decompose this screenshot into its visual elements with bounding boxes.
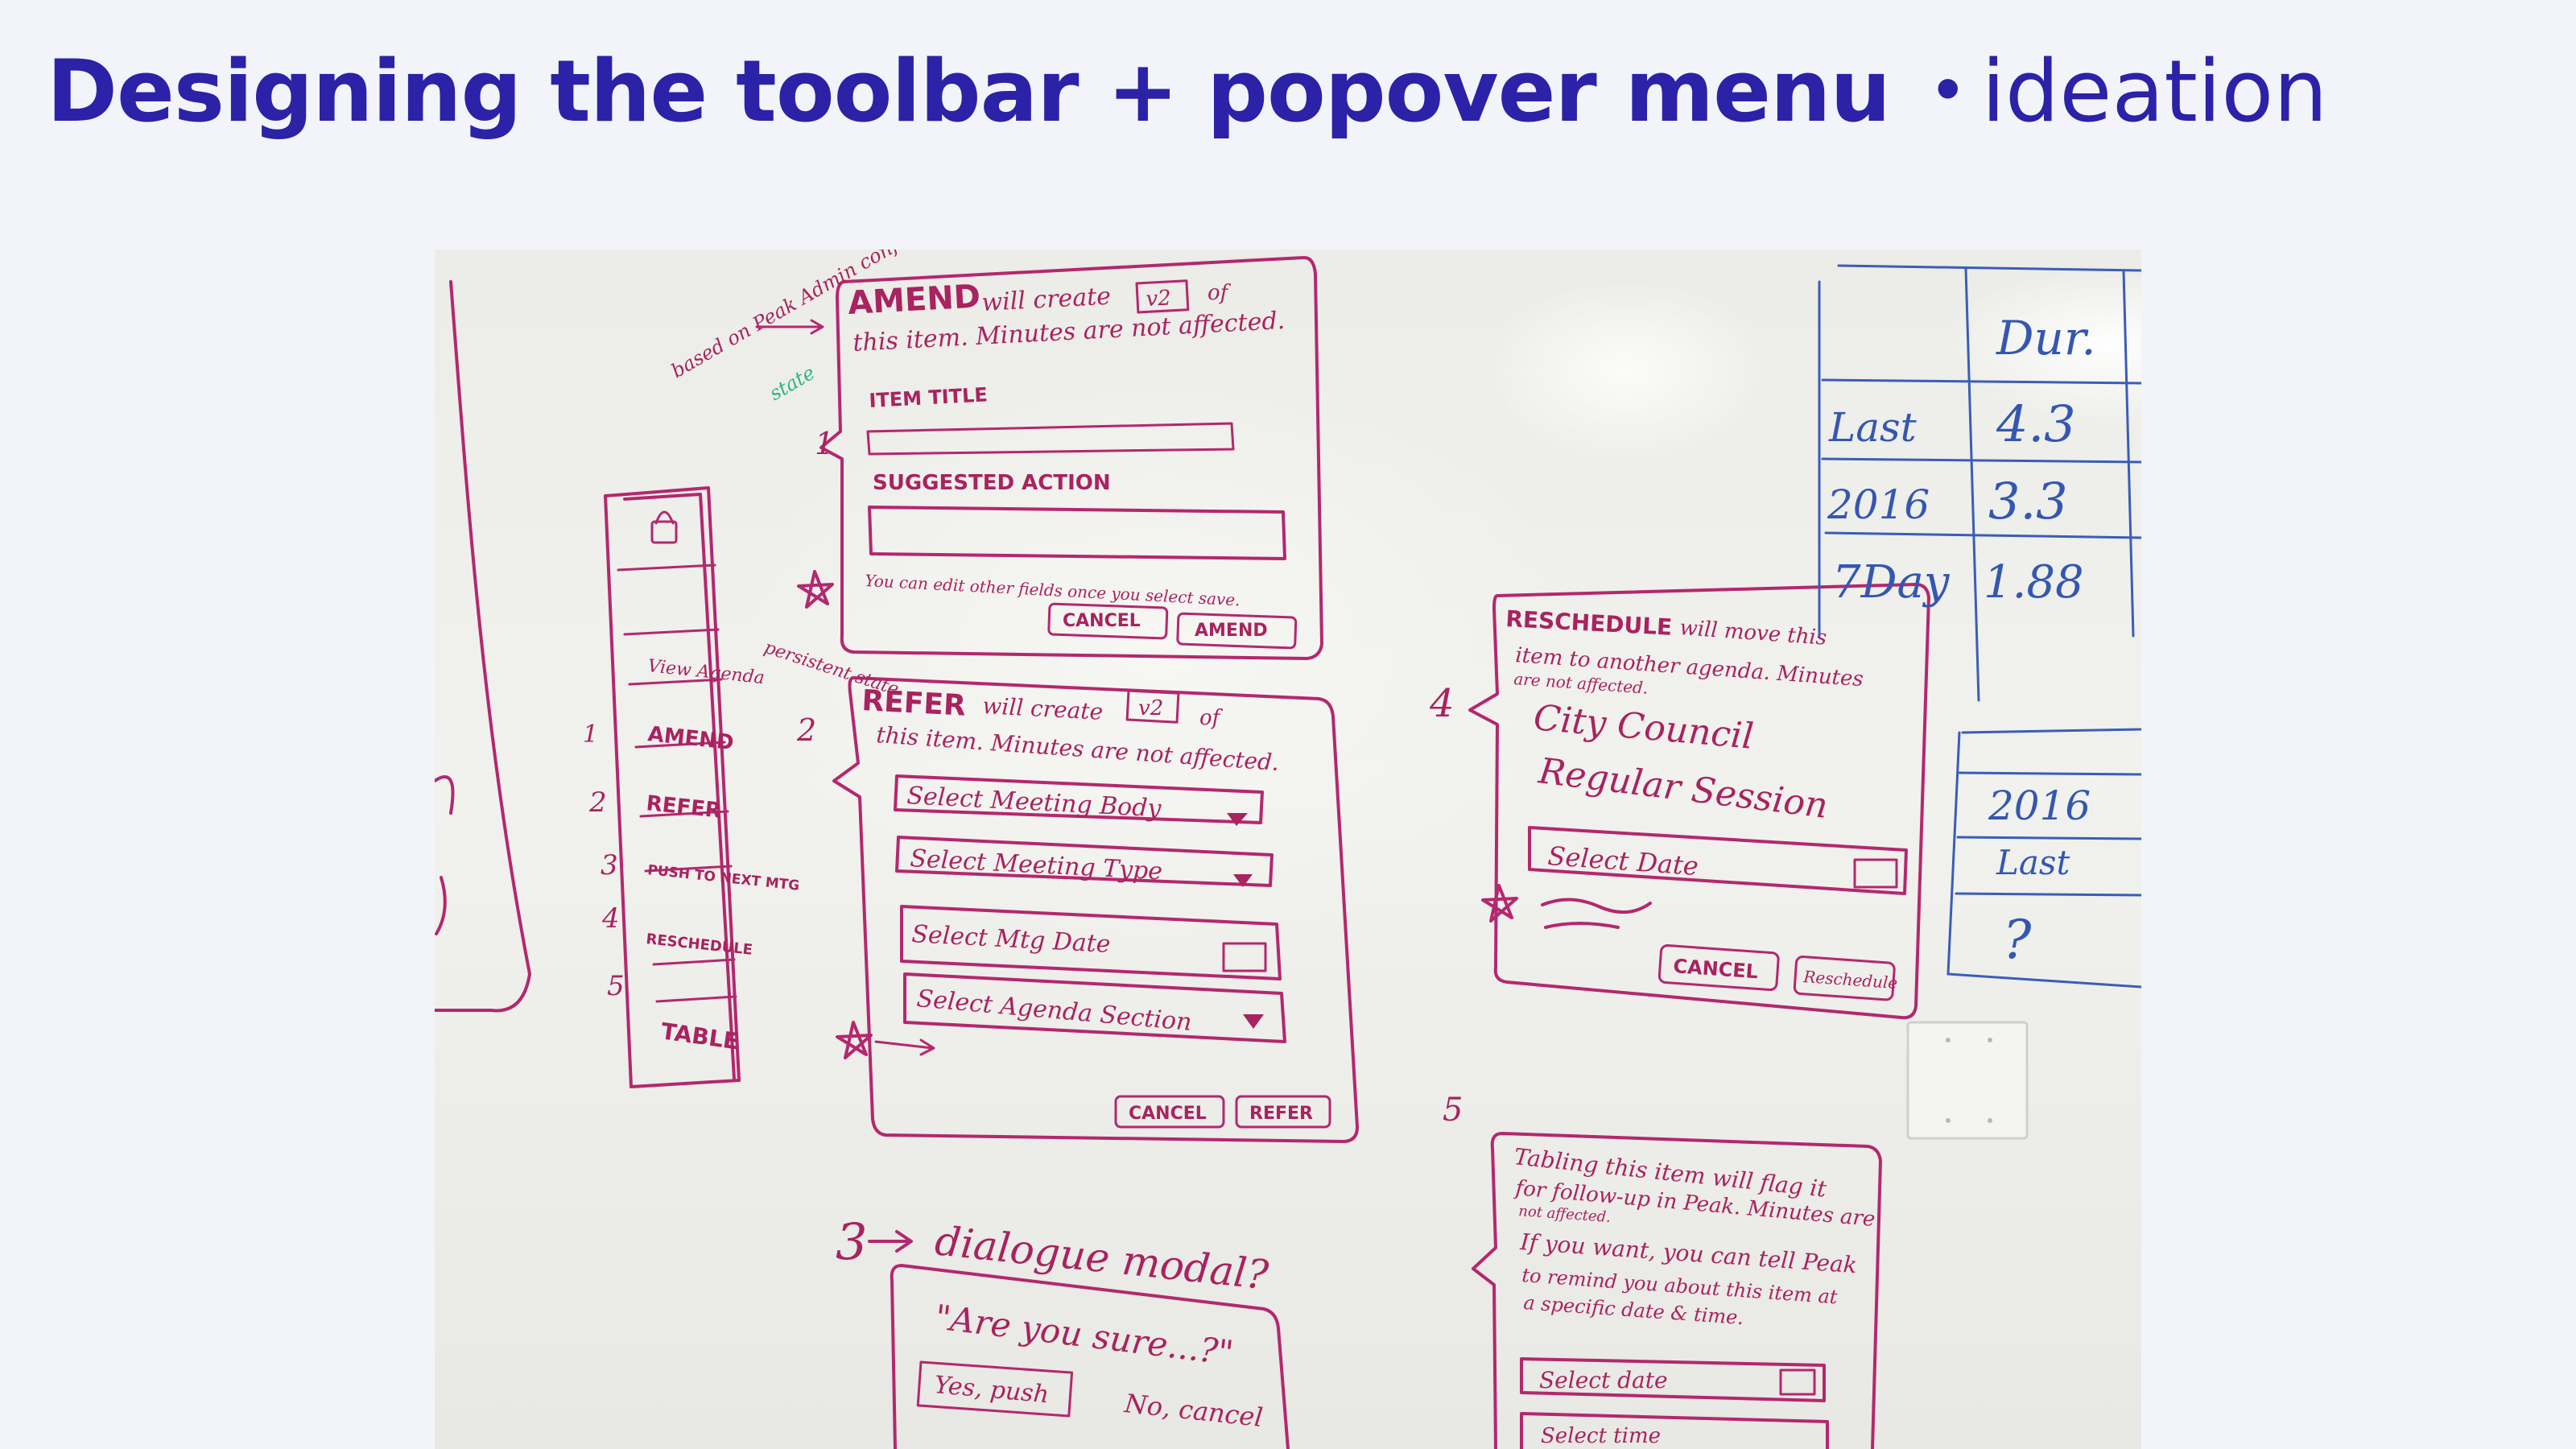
refer-number: 2: [796, 712, 816, 748]
amend-confirm-label: AMEND: [1195, 621, 1268, 641]
dialogue-label: dialogue modal?: [933, 1217, 1272, 1298]
table-select-time: Select time: [1520, 1412, 1829, 1449]
refer-select-meeting-body: Select Meeting Body: [894, 774, 1264, 826]
amend-state-note: state: [766, 361, 819, 405]
refer-select-mtg-date: Select Mtg Date: [900, 905, 1282, 980]
blue-table-row3-label: 7Day: [1832, 556, 1951, 609]
refer-confirm-label: REFER: [1249, 1104, 1313, 1124]
calendar-icon: [1853, 858, 1898, 889]
toolbar-item-refer: REFER: [645, 791, 722, 824]
svg-text:Select Meeting Type: Select Meeting Type: [910, 844, 1163, 886]
refer-side-note: persistent state: [762, 638, 901, 700]
amend-version: v2: [1146, 286, 1172, 312]
reschedule-select-date: Select Date: [1528, 826, 1908, 895]
blue-table-row2-label: 2016: [1827, 481, 1930, 528]
svg-text:Select Mtg Date: Select Mtg Date: [911, 920, 1112, 959]
chevron-down-icon: [1227, 813, 1248, 826]
toolbar-item-reschedule: RESCHEDULE: [645, 931, 753, 959]
refer-select-meeting-type: Select Meeting Type: [895, 836, 1274, 887]
slide-title: Designing the toolbar + popover menu: [47, 42, 1891, 141]
refer-title: REFER: [861, 684, 967, 723]
amend-title: AMEND: [847, 278, 981, 322]
table-select-date: Select date: [1520, 1357, 1826, 1402]
amend-number: 1: [815, 426, 834, 461]
amend-item-title-field: [866, 422, 1235, 456]
reschedule-number: 4: [1429, 681, 1455, 726]
toolbar-number-1: 1: [583, 720, 598, 749]
amend-field1-label: ITEM TITLE: [869, 383, 989, 412]
blue-table2-row2: Last: [1996, 843, 2070, 882]
toolbar-sketch: View Agenda AMEND REFER PUSH TO NEXT MTG…: [583, 486, 800, 1088]
svg-text:Select time: Select time: [1541, 1424, 1661, 1448]
slide-subtitle: ideation: [1981, 42, 2328, 141]
toolbar-item-table: TABLE: [659, 1018, 741, 1055]
whiteboard-photo: View Agenda AMEND REFER PUSH TO NEXT MTG…: [435, 250, 2141, 1449]
refer-cancel-button: [1114, 1095, 1225, 1129]
amend-suggested-action-field: [868, 506, 1286, 560]
dialogue-yes-button: [916, 1360, 1074, 1418]
toolbar-number-4: 4: [601, 902, 620, 935]
amend-cancel-button: [1047, 602, 1169, 640]
toolbar-number-3: 3: [601, 849, 618, 881]
chevron-down-icon: [1243, 1014, 1264, 1029]
refer-popover-sketch: REFER will create v2 of this item. Minut…: [762, 638, 1359, 1143]
blue-table2-row1: 2016: [1988, 782, 2091, 829]
blue-table2-row3: ?: [2003, 909, 2032, 971]
refer-select-agenda-section: Select Agenda Section: [903, 972, 1286, 1043]
amend-confirm-button: [1176, 612, 1298, 650]
refer-of: of: [1199, 706, 1224, 730]
blue-table-row1-value: 4.3: [1996, 394, 2076, 453]
reschedule-confirm-button: [1793, 956, 1896, 1001]
svg-text:Select Meeting Body: Select Meeting Body: [906, 782, 1163, 824]
blue-table-row1-label: Last: [1828, 404, 1918, 451]
slide-header: Designing the toolbar + popover menu • i…: [47, 42, 2327, 141]
whiteboard-sketch: View Agenda AMEND REFER PUSH TO NEXT MTG…: [435, 250, 2141, 1449]
refer-star-icon: [836, 1021, 873, 1059]
blue-duration-table: Dur. Last 4.3 2016 3.3 7Day 1.88 2016 La…: [1818, 264, 2141, 989]
amend-popover-sketch: AMEND will create v2 of this item. Minut…: [667, 250, 1323, 660]
blue-table-row2-value: 3.3: [1988, 472, 2068, 530]
dialogue-number: 3: [836, 1212, 867, 1271]
dialogue-no-label: No, cancel: [1122, 1388, 1264, 1433]
svg-text:Select Date: Select Date: [1546, 840, 1699, 881]
blue-table-header: Dur.: [1996, 311, 2096, 365]
left-partial-frame: [435, 280, 531, 1013]
calendar-icon: [1779, 1368, 1816, 1396]
reschedule-star-icon: [1481, 884, 1518, 923]
reschedule-cancel-label: CANCEL: [1673, 955, 1759, 983]
amend-star-icon: [797, 570, 834, 609]
refer-cancel-label: CANCEL: [1129, 1104, 1207, 1124]
svg-text:Select date: Select date: [1539, 1367, 1668, 1393]
reschedule-confirm-label: Reschedule: [1802, 967, 1898, 993]
amend-version-box: [1135, 279, 1190, 314]
amend-cancel-label: CANCEL: [1063, 611, 1141, 631]
dialogue-modal-sketch: 3 dialogue modal? "Are you sure...?" Yes…: [836, 1212, 1290, 1449]
refer-version-box: [1125, 689, 1180, 724]
toolbar-number-2: 2: [588, 786, 607, 819]
reschedule-popover-sketch: RESCHEDULE will move this item to anothe…: [1429, 583, 1930, 1020]
left-partial-mark: [435, 775, 455, 935]
dialogue-yes-label: Yes, push: [933, 1371, 1050, 1409]
refer-line1: will create: [982, 692, 1104, 725]
reschedule-body2: Regular Session: [1536, 750, 1831, 827]
title-separator: •: [1934, 48, 1961, 129]
reschedule-cancel-button: [1657, 944, 1780, 992]
reschedule-line1: will move this: [1679, 616, 1828, 650]
blue-table-row3-value: 1.88: [1984, 556, 2084, 609]
wall-outlet-plate: [1906, 1021, 2029, 1140]
refer-version: v2: [1138, 696, 1163, 720]
reschedule-title: RESCHEDULE: [1505, 605, 1673, 641]
table-popover-sketch: Tabling this item will flag it for follo…: [1443, 1092, 1882, 1449]
dialogue-question: "Are you sure...?": [933, 1297, 1236, 1373]
table-number: 5: [1443, 1092, 1463, 1129]
reschedule-body1: City Council: [1532, 697, 1755, 758]
amend-field2-label: SUGGESTED ACTION: [873, 471, 1111, 495]
chevron-down-icon: [1233, 874, 1253, 887]
refer-confirm-button: [1235, 1095, 1331, 1129]
lock-icon: [650, 510, 678, 544]
amend-line1: will create: [981, 283, 1112, 317]
toolbar-number-5: 5: [607, 970, 625, 1002]
amend-of: of: [1208, 281, 1232, 305]
calendar-icon: [1222, 942, 1267, 972]
